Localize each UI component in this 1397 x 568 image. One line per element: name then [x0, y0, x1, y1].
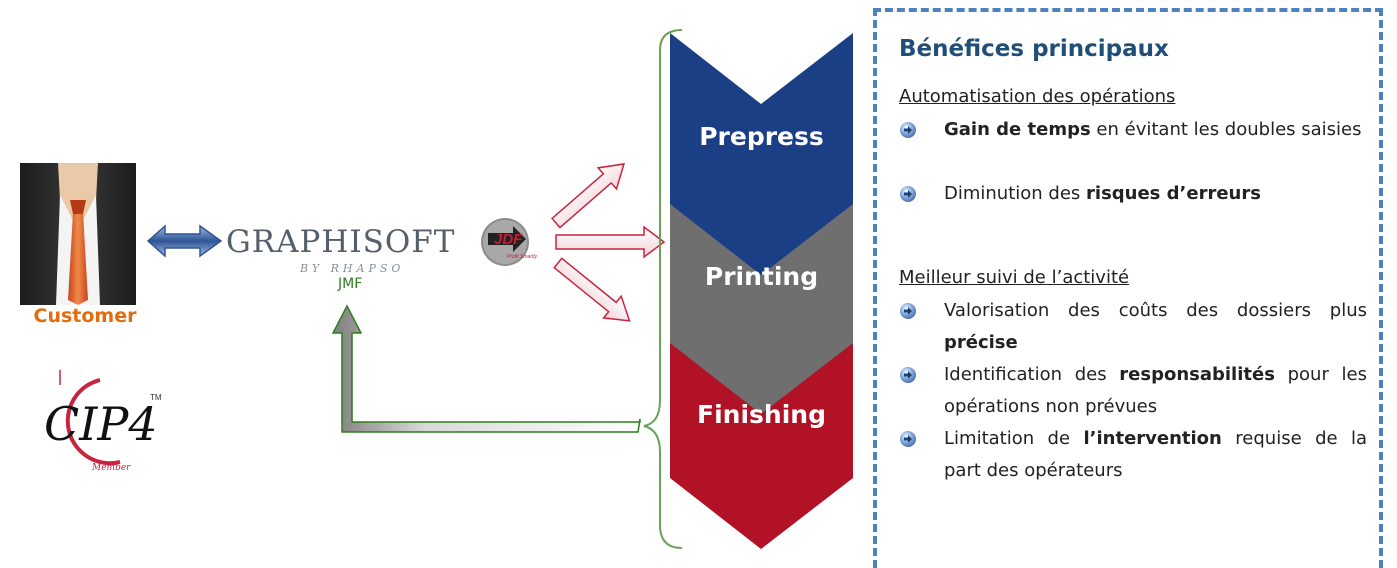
stage-label-prepress: Prepress	[699, 122, 824, 151]
arrow-to-printing	[555, 225, 666, 259]
stage-prepress-chevron	[670, 33, 853, 275]
panel-title: Bénéfices principaux	[899, 36, 1169, 62]
exchange-double-arrow	[146, 224, 223, 258]
jdf-badge: JDF Profit Smartly	[481, 218, 538, 266]
benefit-item: Gain de temps en évitant les doubles sai…	[899, 114, 1367, 146]
benefit-item: Identification des responsabilités pour …	[899, 359, 1367, 423]
jmf-label: JMF	[338, 276, 363, 292]
cip4-tm: TM	[150, 393, 162, 402]
benefit-text: Limitation de l’intervention requise de …	[944, 428, 1368, 481]
bullet-arrow-icon	[900, 122, 916, 138]
jdf-text: JDF	[494, 231, 523, 248]
bullet-arrow-icon	[900, 431, 916, 447]
bullet-arrow-icon	[900, 367, 916, 383]
stage-label-printing: Printing	[704, 262, 819, 291]
customer-photo	[20, 163, 136, 305]
section-heading-activity: Meilleur suivi de l’activité	[899, 267, 1130, 288]
benefit-text: Valorisation des coûts des dossiers plus…	[944, 300, 1367, 353]
benefit-item: Diminution des risques d’erreurs	[899, 178, 1367, 210]
benefit-text: Identification des responsabilités pour …	[944, 364, 1367, 417]
graphisoft-logo-tagline: BY RHAPSO	[300, 262, 405, 275]
cip4-text: CIP4	[44, 397, 158, 451]
section-heading-automation: Automatisation des opérations	[899, 86, 1176, 107]
customer-label: Customer	[33, 305, 137, 327]
arrow-to-prepress	[551, 163, 625, 229]
arrow-to-finishing	[553, 257, 631, 322]
jdf-tag: Profit Smartly	[507, 254, 538, 260]
benefit-item: Valorisation des coûts des dossiers plus…	[899, 295, 1367, 359]
diagram-graphics: JDF Profit Smartly CIP4 TM Member	[20, 29, 853, 549]
cip4-badge: Member	[91, 463, 131, 473]
cip4-logo: CIP4 TM Member	[44, 370, 162, 473]
benefit-text: Diminution des risques d’erreurs	[944, 183, 1261, 204]
workflow-diagram: JDF Profit Smartly CIP4 TM Member C	[20, 29, 853, 549]
bullet-arrow-icon	[900, 303, 916, 319]
benefit-text: Gain de temps en évitant les doubles sai…	[944, 119, 1362, 140]
benefit-item: Limitation de l’intervention requise de …	[899, 423, 1367, 487]
bullet-arrow-icon	[900, 186, 916, 202]
feedback-arrow	[331, 304, 641, 433]
graphisoft-logo: GRAPHISOFT	[226, 224, 456, 260]
stage-label-finishing: Finishing	[697, 400, 826, 429]
stage-bracket	[643, 29, 683, 549]
benefits-panel: Bénéfices principaux Automatisation des …	[873, 8, 1383, 568]
